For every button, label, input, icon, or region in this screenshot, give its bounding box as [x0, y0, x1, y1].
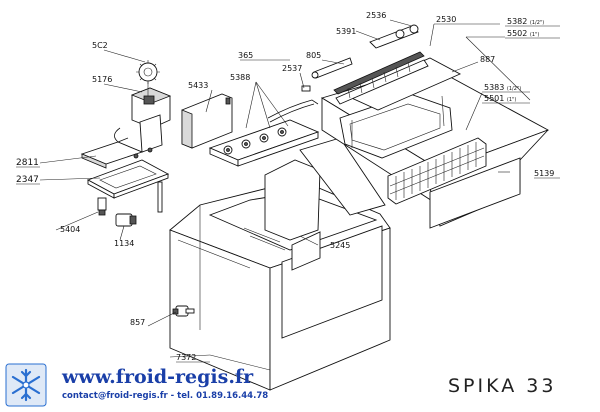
- part-2537-tube: [267, 85, 319, 123]
- label-underlines: [16, 25, 560, 363]
- label-5c2: 5C2: [92, 41, 108, 50]
- label-5502: 5502 (1"): [507, 29, 539, 38]
- part-5176-motor: [114, 82, 172, 153]
- label-7372: 7372: [176, 353, 196, 362]
- label-5176: 5176: [92, 75, 112, 84]
- label-2811: 2811: [16, 158, 39, 168]
- label-887: 887: [480, 55, 495, 64]
- label-2347: 2347: [16, 175, 39, 185]
- label-5404: 5404: [60, 225, 80, 234]
- brand-website: www.froid-regis.fr: [62, 366, 254, 388]
- label-2536: 2536: [366, 11, 386, 20]
- part-5433-panel: [181, 93, 233, 149]
- part-2530-frame: [339, 57, 462, 159]
- label-5388: 5388: [230, 73, 250, 82]
- label-5382: 5382 (1/2"): [507, 17, 544, 26]
- label-5391: 5391: [336, 27, 356, 36]
- snowflake-logo-icon: [4, 362, 48, 408]
- part-365-evaporator: [208, 119, 320, 167]
- label-5433: 5433: [188, 81, 208, 90]
- label-2530: 2530: [436, 15, 456, 24]
- label-5501: 5501 (1"): [484, 94, 516, 103]
- label-5139: 5139: [534, 169, 554, 178]
- part-5391-cam-shaft: [333, 51, 429, 105]
- part-2536-axle: [369, 24, 419, 49]
- label-365: 365: [238, 51, 253, 60]
- part-857-faucet: [172, 305, 195, 317]
- label-5383: 5383 (1/2"): [484, 83, 521, 92]
- part-5c2-gear: [136, 60, 160, 84]
- model-name: SPIKA 33: [448, 375, 556, 397]
- label-5245: 5245: [330, 241, 350, 250]
- label-857: 857: [130, 318, 145, 327]
- part-5383-grille: [387, 137, 487, 205]
- label-2537: 2537: [282, 64, 302, 73]
- label-1134: 1134: [114, 239, 134, 248]
- part-labels: 5C2 5176 2811 2347 5404 1134 857 7372 54…: [16, 11, 554, 362]
- part-805-cylinder: [311, 57, 353, 79]
- part-5404-fitting: [97, 197, 107, 216]
- part-2347-base: [86, 147, 170, 199]
- part-2811-plate: [80, 141, 144, 169]
- label-805: 805: [306, 51, 321, 60]
- cabinet-body: [169, 137, 391, 391]
- brand-contact-line: contact@froid-regis.fr - tel. 01.89.16.4…: [62, 391, 269, 401]
- leader-lines: [39, 19, 531, 371]
- part-1134-coupling: [115, 181, 163, 227]
